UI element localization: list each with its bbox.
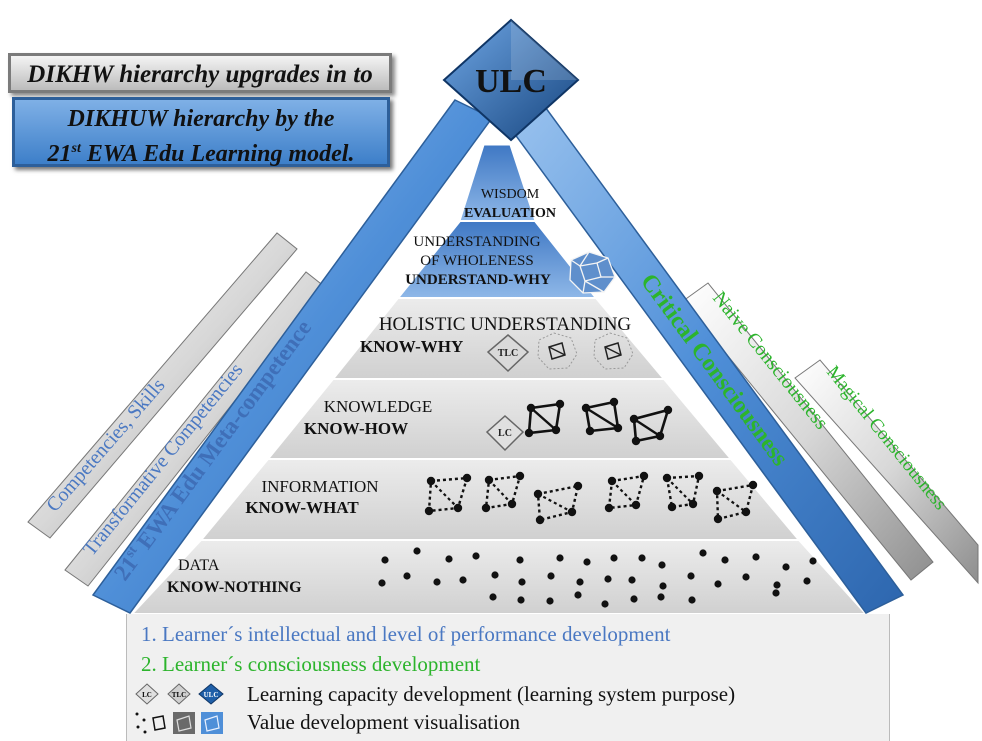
level-knowledge-name: KNOWLEDGE — [324, 397, 433, 416]
svg-text:TLC: TLC — [498, 348, 519, 359]
information-shape-5 — [662, 471, 704, 512]
legend-value-development: Value development visualisation — [247, 710, 520, 734]
data-point-26 — [659, 582, 667, 590]
data-point-14 — [782, 563, 790, 571]
data-point-2 — [413, 547, 421, 555]
svg-text:ULC: ULC — [204, 691, 219, 699]
title-line2a: DIKHUW hierarchy by the — [67, 106, 335, 132]
data-point-5 — [516, 556, 524, 564]
legend-ulc-icon: ULC — [198, 683, 224, 705]
data-point-3 — [445, 555, 453, 563]
knowledge-shapes — [524, 397, 673, 446]
level-data-name: DATA — [178, 557, 220, 574]
knowledge-shape-3 — [629, 405, 673, 446]
knowledge-shape-1 — [524, 399, 565, 438]
legend-consciousness: 2. Learner´s consciousness development — [141, 652, 481, 676]
band-data — [129, 539, 869, 615]
data-point-40 — [772, 589, 780, 597]
title-line2b: 21st EWA Edu Learning model. — [47, 141, 355, 167]
data-point-15 — [809, 557, 817, 565]
level-holistic-sub: KNOW-WHY — [360, 337, 463, 356]
title-upgrade-box: DIKHW hierarchy upgrades in to — [8, 53, 392, 93]
legend-lc-icon: LC — [135, 683, 159, 705]
level-information-name: INFORMATION — [261, 477, 378, 496]
data-point-4 — [472, 552, 480, 560]
data-point-21 — [518, 578, 526, 586]
information-shape-1 — [424, 473, 472, 516]
data-point-29 — [742, 573, 750, 581]
level-wisdom-sub: EVALUATION — [464, 206, 556, 221]
data-point-20 — [491, 571, 499, 579]
data-point-8 — [610, 554, 618, 562]
tlc-badge-icon: TLC — [486, 334, 530, 373]
level-holistic-name: HOLISTIC UNDERSTANDING — [379, 314, 632, 335]
ghost-polyhedron-icon — [537, 332, 634, 370]
data-point-12 — [721, 556, 729, 564]
data-point-1 — [381, 556, 389, 564]
title-line1: DIKHW hierarchy upgrades in to — [27, 61, 373, 88]
outlined-diamond-icons — [548, 342, 622, 360]
data-point-23 — [576, 578, 584, 586]
data-point-9 — [638, 554, 646, 562]
data-point-24 — [604, 575, 612, 583]
data-point-19 — [459, 576, 467, 584]
apex-label: ULC — [475, 63, 547, 100]
data-point-17 — [403, 572, 411, 580]
data-point-18 — [433, 578, 441, 586]
data-point-25 — [628, 576, 636, 584]
bar-competencies-skills — [27, 232, 298, 539]
level-understanding-name-2: OF WHOLENESS — [420, 253, 533, 269]
legend-intellectual: 1. Learner´s intellectual and level of p… — [141, 622, 671, 646]
data-point-36 — [601, 600, 609, 608]
bar-naive-consciousness — [682, 282, 934, 581]
data-point-33 — [517, 596, 525, 604]
data-points — [378, 547, 817, 608]
data-point-28 — [714, 580, 722, 588]
data-point-35 — [574, 591, 582, 599]
data-point-13 — [752, 553, 760, 561]
information-shape-6 — [712, 480, 758, 524]
level-information-sub: KNOW-WHAT — [245, 498, 359, 517]
information-shape-2 — [481, 471, 525, 513]
legend-icons: LC TLC ULC — [135, 683, 224, 734]
level-knowledge-sub: KNOW-HOW — [304, 419, 408, 438]
level-understanding-sub: UNDERSTAND-WHY — [405, 272, 551, 288]
level-understanding-name-1: UNDERSTANDING — [413, 234, 540, 250]
data-point-32 — [489, 593, 497, 601]
data-point-10 — [658, 561, 666, 569]
information-shapes — [424, 471, 758, 525]
svg-text:LC: LC — [498, 428, 512, 439]
data-point-39 — [688, 596, 696, 604]
level-data-sub: KNOW-NOTHING — [167, 579, 302, 596]
svg-text:LC: LC — [142, 691, 152, 699]
data-point-16 — [378, 579, 386, 587]
knowledge-shape-2 — [581, 397, 623, 436]
data-point-11 — [699, 549, 707, 557]
data-point-31 — [803, 577, 811, 585]
data-point-30 — [773, 581, 781, 589]
svg-text:TLC: TLC — [172, 691, 186, 699]
legend-value-icons — [135, 712, 223, 734]
title-model-box: DIKHUW hierarchy by the 21st EWA Edu Lea… — [12, 97, 390, 167]
bar-magical-consciousness — [794, 359, 979, 585]
level-wisdom-name: WISDOM — [481, 187, 540, 202]
data-point-7 — [583, 558, 591, 566]
data-point-37 — [630, 595, 638, 603]
lc-badge-icon: LC — [485, 414, 525, 452]
data-point-34 — [546, 597, 554, 605]
data-point-27 — [687, 572, 695, 580]
polyhedron-icon — [569, 251, 616, 294]
information-shape-4 — [604, 471, 649, 513]
legend-learning-capacity: Learning capacity development (learning … — [247, 682, 736, 706]
apex-ulc-diamond — [442, 18, 580, 142]
legend-tlc-icon: TLC — [167, 683, 191, 705]
information-shape-3 — [533, 481, 583, 525]
data-point-6 — [556, 554, 564, 562]
legend-panel: 1. Learner´s intellectual and level of p… — [126, 614, 890, 741]
data-point-22 — [547, 572, 555, 580]
data-point-38 — [657, 593, 665, 601]
